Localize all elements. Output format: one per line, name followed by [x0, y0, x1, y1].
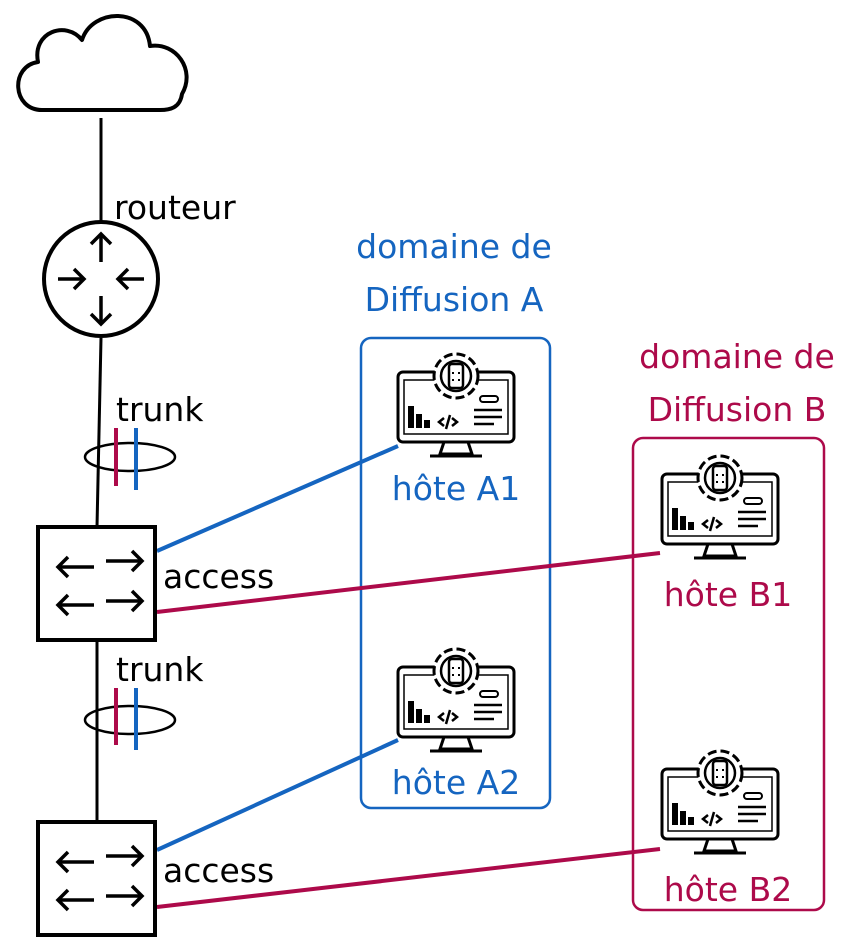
switch-bottom-icon — [36, 820, 157, 937]
access-label-top: access — [163, 557, 274, 596]
trunk-label-bottom: trunk — [116, 650, 204, 689]
access-link-a2 — [156, 738, 399, 852]
domain-a-title-line1: domaine de — [356, 227, 552, 266]
host-b2-icon — [660, 749, 780, 855]
host-a1-label: hôte A1 — [392, 469, 520, 508]
host-a1-icon — [396, 352, 516, 458]
domain-a-title-line2: Diffusion A — [365, 280, 544, 319]
domain-b-title-line2: Diffusion B — [648, 390, 827, 429]
access-link-b2 — [156, 847, 661, 909]
host-a2-icon — [396, 647, 516, 753]
router-icon — [42, 220, 160, 338]
access-label-bottom: access — [163, 851, 274, 890]
router-switch-trunk — [95, 337, 103, 528]
host-b1-label: hôte B1 — [664, 575, 792, 614]
trunk-marker-bottom — [83, 688, 177, 750]
host-a2-label: hôte A2 — [392, 763, 520, 802]
domain-b-box — [631, 436, 826, 912]
access-link-a1 — [156, 444, 399, 553]
switch-top-icon — [36, 525, 157, 642]
cloud-icon — [16, 14, 189, 112]
trunk-marker-top — [83, 428, 177, 490]
router-label: routeur — [114, 188, 236, 227]
trunk-label-top: trunk — [116, 390, 204, 429]
domain-b-title-line1: domaine de — [639, 337, 835, 376]
host-b1-icon — [660, 454, 780, 560]
domain-a-box — [359, 336, 552, 810]
access-link-b1 — [156, 551, 661, 614]
host-b2-label: hôte B2 — [664, 870, 792, 909]
